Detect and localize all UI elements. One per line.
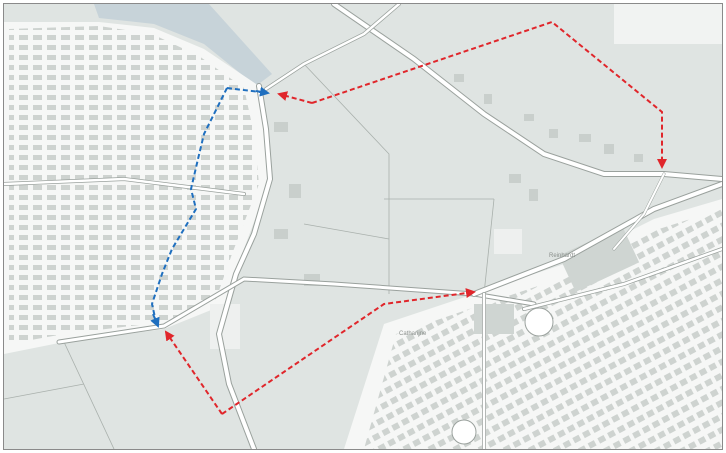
residential-buildings-west: [9, 26, 259, 344]
route-red-north-westward[interactable]: [277, 91, 313, 104]
buildings-north-strip: [210, 4, 722, 349]
street-label-reinhardt: Reinhardt: [549, 253, 575, 259]
street-label-catharijne: Catharijne: [399, 331, 427, 337]
field-boundaries: [4, 63, 495, 449]
roundabouts: [451, 307, 554, 445]
map-frame: Catharijne Reinhardt: [3, 3, 723, 450]
map-canvas[interactable]: Catharijne Reinhardt: [4, 4, 722, 449]
route-red-south-eastward[interactable]: [221, 288, 476, 415]
route-blue-arrow-north: [255, 86, 270, 97]
route-blue-arrow-south: [150, 313, 160, 328]
road-network: [4, 4, 722, 449]
water-channel: [94, 4, 272, 86]
route-red-north[interactable]: [311, 20, 667, 169]
route-red-south[interactable]: [164, 330, 223, 415]
commercial-block-2: [474, 304, 514, 334]
